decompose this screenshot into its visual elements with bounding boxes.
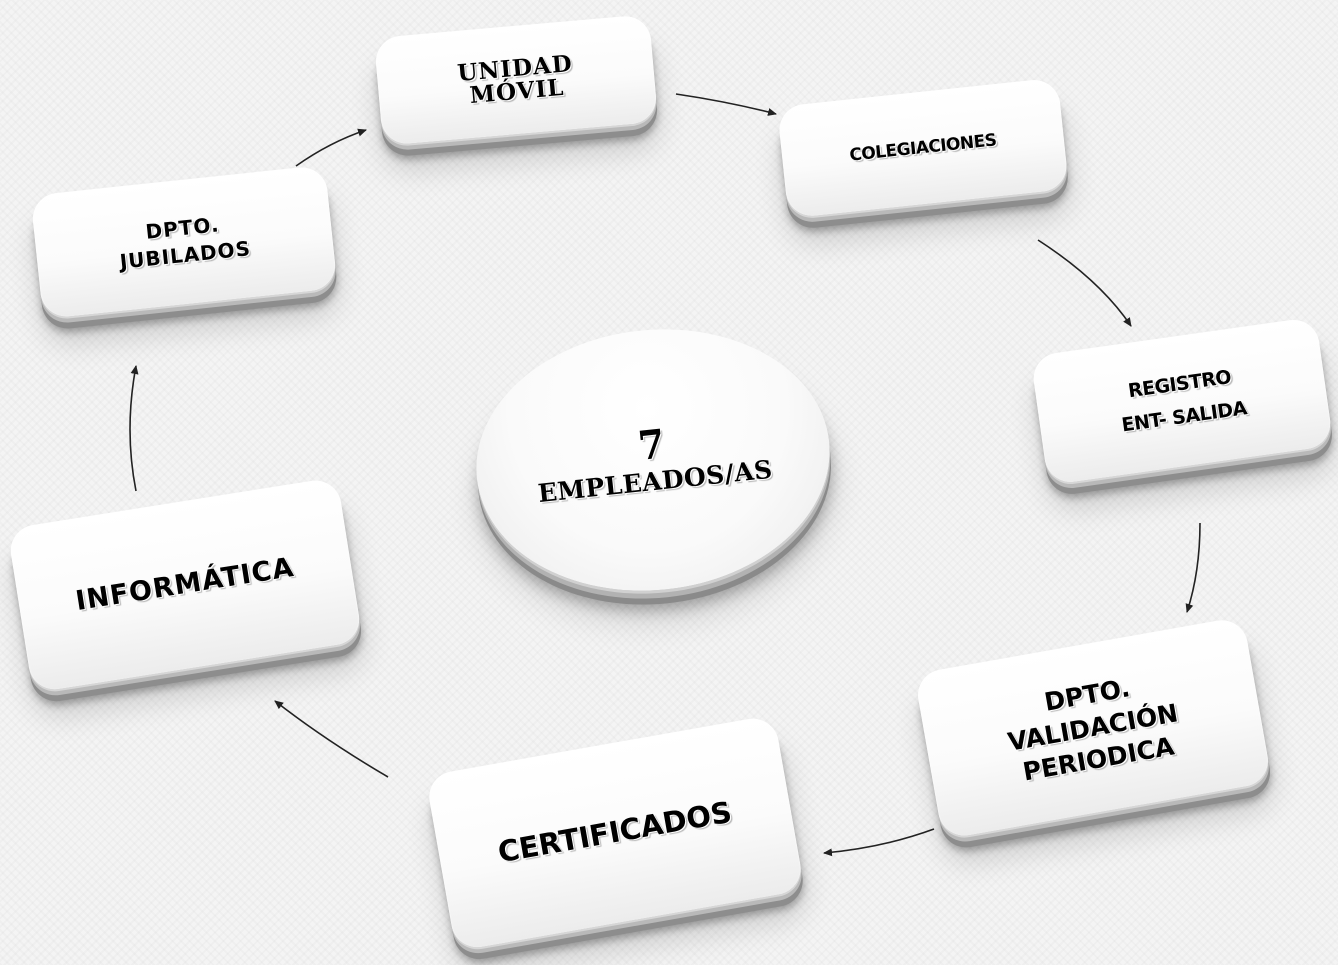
arrow-jubilados-to-unidad-movil: [295, 128, 367, 167]
arrow-unidad-movil-to-colegiaciones: [675, 93, 777, 116]
node-certificados-label: CERTIFICADOS: [495, 794, 735, 870]
node-colegiaciones-label: COLEGIACIONES: [848, 129, 998, 166]
node-jubilados-label: DPTO. JUBILADOS: [118, 212, 253, 274]
node-unidad-movil-label: UNIDAD MÓVIL: [456, 50, 574, 110]
arrow-registro-to-validacion: [1185, 522, 1201, 613]
arrow-colegiaciones-to-registro: [1037, 239, 1132, 327]
node-registro-label: REGISTRO ENT- SALIDA: [1120, 365, 1249, 437]
arrow-informatica-to-jubilados: [129, 365, 139, 492]
node-validacion-label: DPTO. VALIDACIÓN PERIODICA: [1005, 673, 1181, 787]
arrow-certificados-to-informatica: [274, 700, 389, 778]
node-informatica-label: INFORMÁTICA: [73, 552, 297, 618]
employee-count: 7: [635, 420, 668, 470]
arrow-validacion-to-certificados: [823, 828, 935, 857]
